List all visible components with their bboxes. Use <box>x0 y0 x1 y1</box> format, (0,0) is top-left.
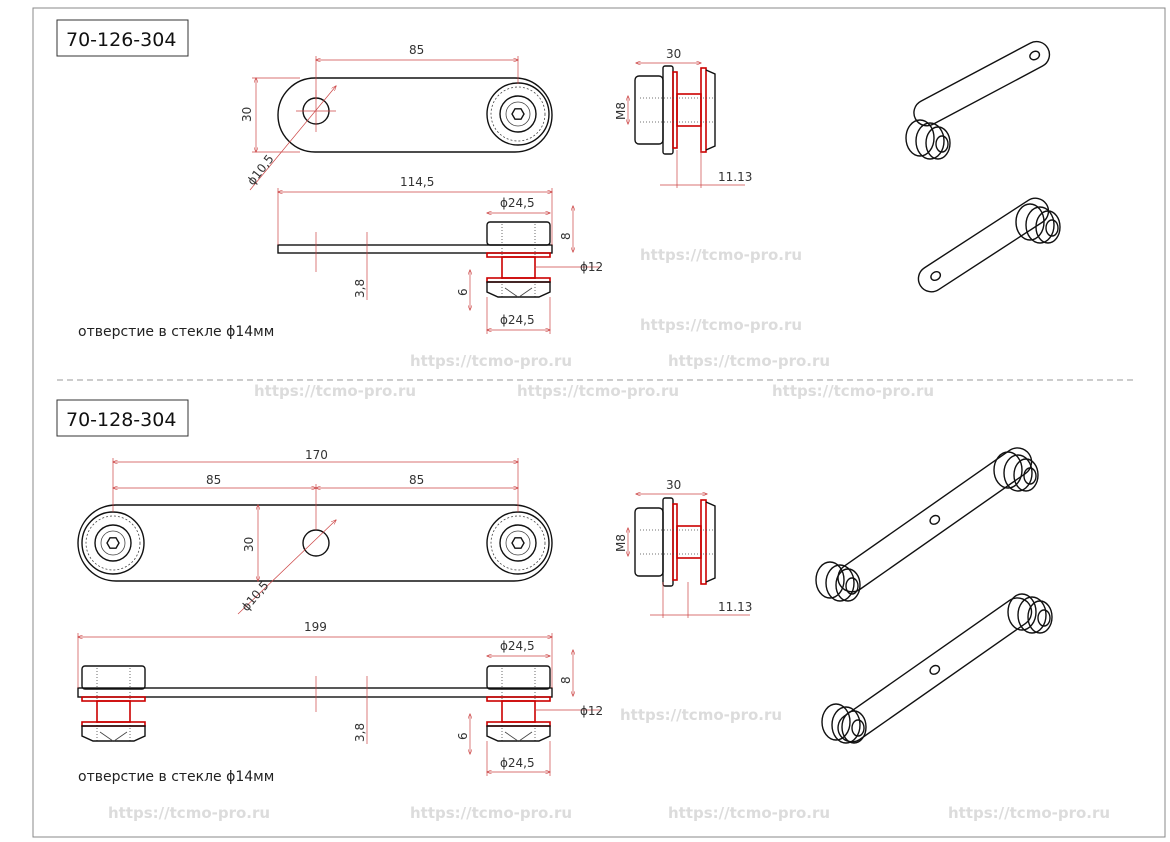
end-view: 30 M8 11.13 <box>614 47 752 188</box>
watermark-text: https://tcmo-pro.ru <box>620 706 782 724</box>
watermark-text: https://tcmo-pro.ru <box>668 352 830 370</box>
dim-cap-height: 8 <box>559 676 573 684</box>
watermark-text: https://tcmo-pro.ru <box>668 804 830 822</box>
watermark-text: https://tcmo-pro.ru <box>948 804 1110 822</box>
dim-hole: ϕ10,5 <box>239 578 272 614</box>
dim-thickness: 3,8 <box>353 279 367 298</box>
part-code-box <box>56 19 189 57</box>
part-70-128-304: 70-128-304 170 85 85 30 ϕ10,5 199 <box>56 399 1053 785</box>
dim-length: 85 <box>409 43 424 57</box>
dim-width: 30 <box>240 107 254 122</box>
part-70-126-304: 70-126-304 85 30 ϕ10,5 114,5 ϕ24,5 <box>56 19 1061 340</box>
dim-side: 30 <box>666 47 681 61</box>
watermark-text: https://tcmo-pro.ru <box>517 382 679 400</box>
watermark-text: https://tcmo-pro.ru <box>254 382 416 400</box>
dim-barrel: ϕ12 <box>580 260 603 274</box>
part-code: 70-126-304 <box>66 29 176 51</box>
watermark-text: https://tcmo-pro.ru <box>410 352 572 370</box>
watermark-text: https://tcmo-pro.ru <box>772 382 934 400</box>
isometric-views <box>815 447 1053 744</box>
dim-cap-bottom: ϕ24,5 <box>500 756 535 770</box>
glass-hole-note: отверстие в стекле ϕ14мм <box>78 769 274 785</box>
watermark-text: https://tcmo-pro.ru <box>108 804 270 822</box>
dim-gap: 6 <box>456 288 470 296</box>
end-view: 30 M8 11.13 <box>614 478 752 618</box>
isometric-views <box>905 40 1061 293</box>
dim-thread: M8 <box>614 534 628 552</box>
glass-hole-note: отверстие в стекле ϕ14мм <box>78 324 274 340</box>
dim-thread: M8 <box>614 102 628 120</box>
dim-half-left: 85 <box>206 473 221 487</box>
mounting-hole <box>302 529 330 557</box>
dim-total: 199 <box>304 620 327 634</box>
dim-hole: ϕ10,5 <box>244 152 276 188</box>
part-code-box <box>56 399 189 437</box>
dim-offset: 11.13 <box>718 170 752 184</box>
side-view: 199 ϕ24,5 8 ϕ12 6 ϕ24,5 3,8 <box>77 620 603 776</box>
top-view: 170 85 85 30 ϕ10,5 <box>77 448 553 615</box>
drawing-frame <box>32 7 1166 838</box>
bolt-side-view <box>486 221 551 298</box>
dim-cap-top: ϕ24,5 <box>500 196 535 210</box>
dim-cap-height: 8 <box>559 232 573 240</box>
watermark-text: https://tcmo-pro.ru <box>640 316 802 334</box>
dim-side: 30 <box>666 478 681 492</box>
top-view: 85 30 ϕ10,5 <box>240 43 553 191</box>
dim-offset: 11.13 <box>718 600 752 614</box>
dim-gap: 6 <box>456 732 470 740</box>
dim-total: 114,5 <box>400 175 434 189</box>
bolt-top-view <box>486 82 550 146</box>
dim-cap-bottom: ϕ24,5 <box>500 313 535 327</box>
dim-thickness: 3,8 <box>353 723 367 742</box>
dim-barrel: ϕ12 <box>580 704 603 718</box>
part-code: 70-128-304 <box>66 409 176 431</box>
watermark-text: https://tcmo-pro.ru <box>640 246 802 264</box>
watermark-text: https://tcmo-pro.ru <box>410 804 572 822</box>
watermark-layer: https://tcmo-pro.ru https://tcmo-pro.ru ht… <box>108 246 1110 822</box>
dim-cap-top: ϕ24,5 <box>500 639 535 653</box>
dim-width: 30 <box>242 537 256 552</box>
side-view: 114,5 ϕ24,5 8 ϕ12 6 ϕ24,5 3,8 <box>278 175 603 334</box>
dim-total-top: 170 <box>305 448 328 462</box>
dim-half-right: 85 <box>409 473 424 487</box>
